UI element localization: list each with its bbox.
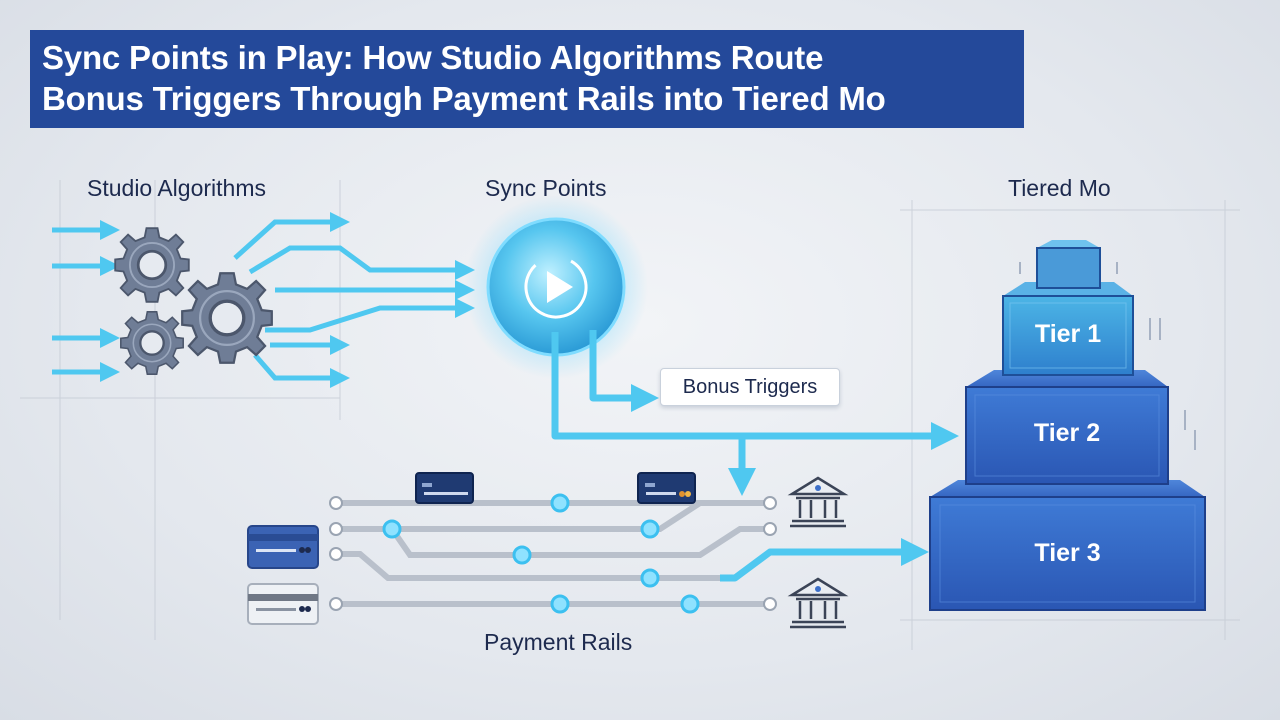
rail-glow-node xyxy=(680,594,700,614)
section-label-payment-rails: Payment Rails xyxy=(484,629,633,655)
tier2-arrow xyxy=(551,332,959,450)
output-arrow xyxy=(248,245,475,280)
rail-node xyxy=(329,597,343,611)
credit-card-icon xyxy=(247,583,319,625)
rail-glow-node xyxy=(640,568,660,588)
apex-block xyxy=(1036,240,1101,289)
rail-node xyxy=(329,522,343,536)
rail-node xyxy=(763,597,777,611)
tier-1-label: Tier 1 xyxy=(1034,320,1102,348)
output-arrow xyxy=(253,353,350,388)
rail-node xyxy=(329,496,343,510)
credit-card-icon xyxy=(247,525,319,569)
bank-icon xyxy=(787,476,849,528)
rail-glow-nodes xyxy=(382,493,700,614)
input-arrows xyxy=(52,220,120,382)
rail-line xyxy=(389,526,773,558)
rail-glow-node xyxy=(382,519,402,539)
section-label-tiered: Tiered Mo xyxy=(1008,175,1111,201)
rail-glow-node xyxy=(640,519,660,539)
rail-node xyxy=(763,522,777,536)
rail-line xyxy=(333,500,703,532)
title-line-1: Sync Points in Play: How Studio Algorith… xyxy=(42,39,824,76)
payment-rails xyxy=(333,500,773,607)
output-arrows xyxy=(233,212,475,388)
rail-line xyxy=(333,551,723,581)
credit-card-icon xyxy=(637,472,696,504)
tier3-arrow xyxy=(720,538,929,582)
rail-end-nodes xyxy=(329,496,777,611)
title-line-2: Bonus Triggers Through Payment Rails int… xyxy=(42,80,886,117)
tier-2-block xyxy=(965,370,1169,485)
bonus-triggers-label: Bonus Triggers xyxy=(660,368,840,406)
rail-node xyxy=(763,496,777,510)
rail-glow-node xyxy=(512,545,532,565)
section-label-sync-points: Sync Points xyxy=(485,175,607,201)
bonus-arrow xyxy=(589,330,659,412)
section-label-studio-algorithms: Studio Algorithms xyxy=(87,175,266,201)
gear-icon xyxy=(113,226,274,376)
tier-3-label: Tier 3 xyxy=(1034,539,1101,567)
credit-card-icon xyxy=(415,472,474,504)
tier-2-label: Tier 2 xyxy=(1033,419,1101,447)
hub-down-arrows xyxy=(551,330,959,496)
bank-icon xyxy=(787,577,849,629)
play-icon xyxy=(547,271,573,303)
output-arrow xyxy=(233,212,350,260)
output-arrow xyxy=(265,298,475,333)
rail-glow-node xyxy=(550,594,570,614)
tier-pyramid xyxy=(929,240,1206,611)
title-banner: Sync Points in Play: How Studio Algorith… xyxy=(30,30,1024,128)
rail-node xyxy=(329,547,343,561)
side-ticks xyxy=(1019,262,1196,450)
rail-glow-node xyxy=(550,493,570,513)
sync-hub xyxy=(464,195,648,379)
